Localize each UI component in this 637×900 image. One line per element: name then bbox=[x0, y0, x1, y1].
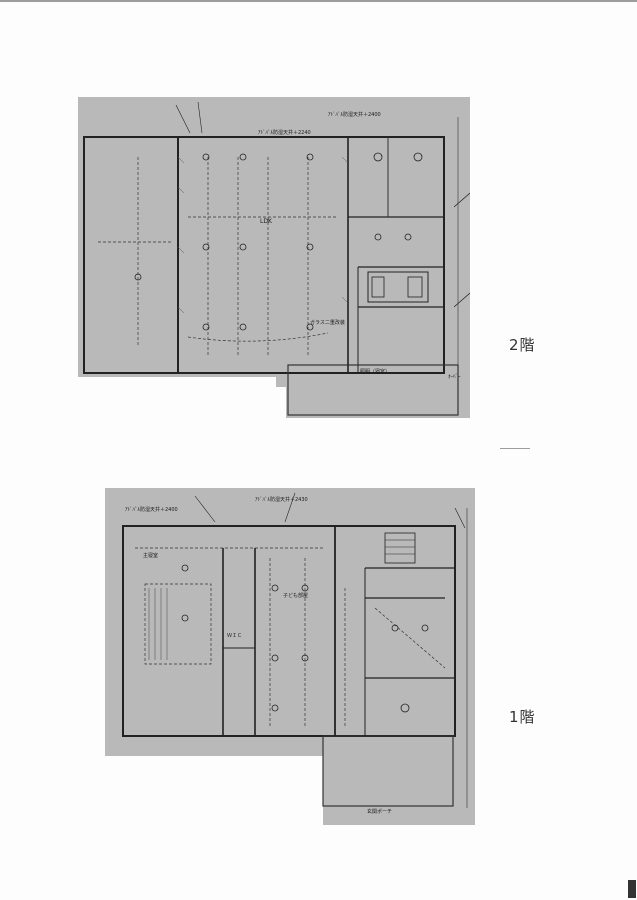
room-label-wic: ＷＩＣ bbox=[227, 633, 243, 639]
over-note: ｵｰﾊﾞｰ bbox=[448, 374, 461, 380]
bedroom-note: 照明（寝室） bbox=[360, 369, 391, 375]
ceiling-note: ｱﾄﾞﾊﾞﾙ防湿天井＋2430 bbox=[255, 497, 308, 503]
scan-corner-mark bbox=[628, 880, 636, 898]
floor-plan-2f-drawing bbox=[78, 101, 470, 418]
room-label-kids-room: 子ども部屋 bbox=[283, 593, 309, 599]
floor-plan-2f: ｱﾄﾞﾊﾞﾙ防湿天井＋2240 ｱﾄﾞﾊﾞﾙ防湿天井＋2400 LDK ガラス二… bbox=[78, 97, 470, 418]
floor-label-2f: 2階 bbox=[509, 336, 536, 354]
scan-edge bbox=[0, 0, 637, 2]
floor-label-1f: 1階 bbox=[509, 708, 536, 726]
porch-label: 玄関ポーチ bbox=[367, 809, 393, 815]
room-label-master-bedroom: 主寝室 bbox=[143, 553, 159, 559]
scan-speck bbox=[500, 448, 530, 449]
ceiling-note: ｱﾄﾞﾊﾞﾙ防湿天井＋2400 bbox=[328, 112, 381, 118]
glass-note: ガラス二重改装 bbox=[310, 320, 345, 326]
floor-plan-1f: ｱﾄﾞﾊﾞﾙ防湿天井＋2400 ｱﾄﾞﾊﾞﾙ防湿天井＋2430 主寝室 子ども部… bbox=[105, 488, 475, 825]
room-label-ldk: LDK bbox=[260, 218, 272, 225]
ceiling-note: ｱﾄﾞﾊﾞﾙ防湿天井＋2240 bbox=[258, 130, 311, 136]
floor-plan-1f-drawing bbox=[105, 492, 468, 825]
ceiling-note: ｱﾄﾞﾊﾞﾙ防湿天井＋2400 bbox=[125, 507, 178, 513]
